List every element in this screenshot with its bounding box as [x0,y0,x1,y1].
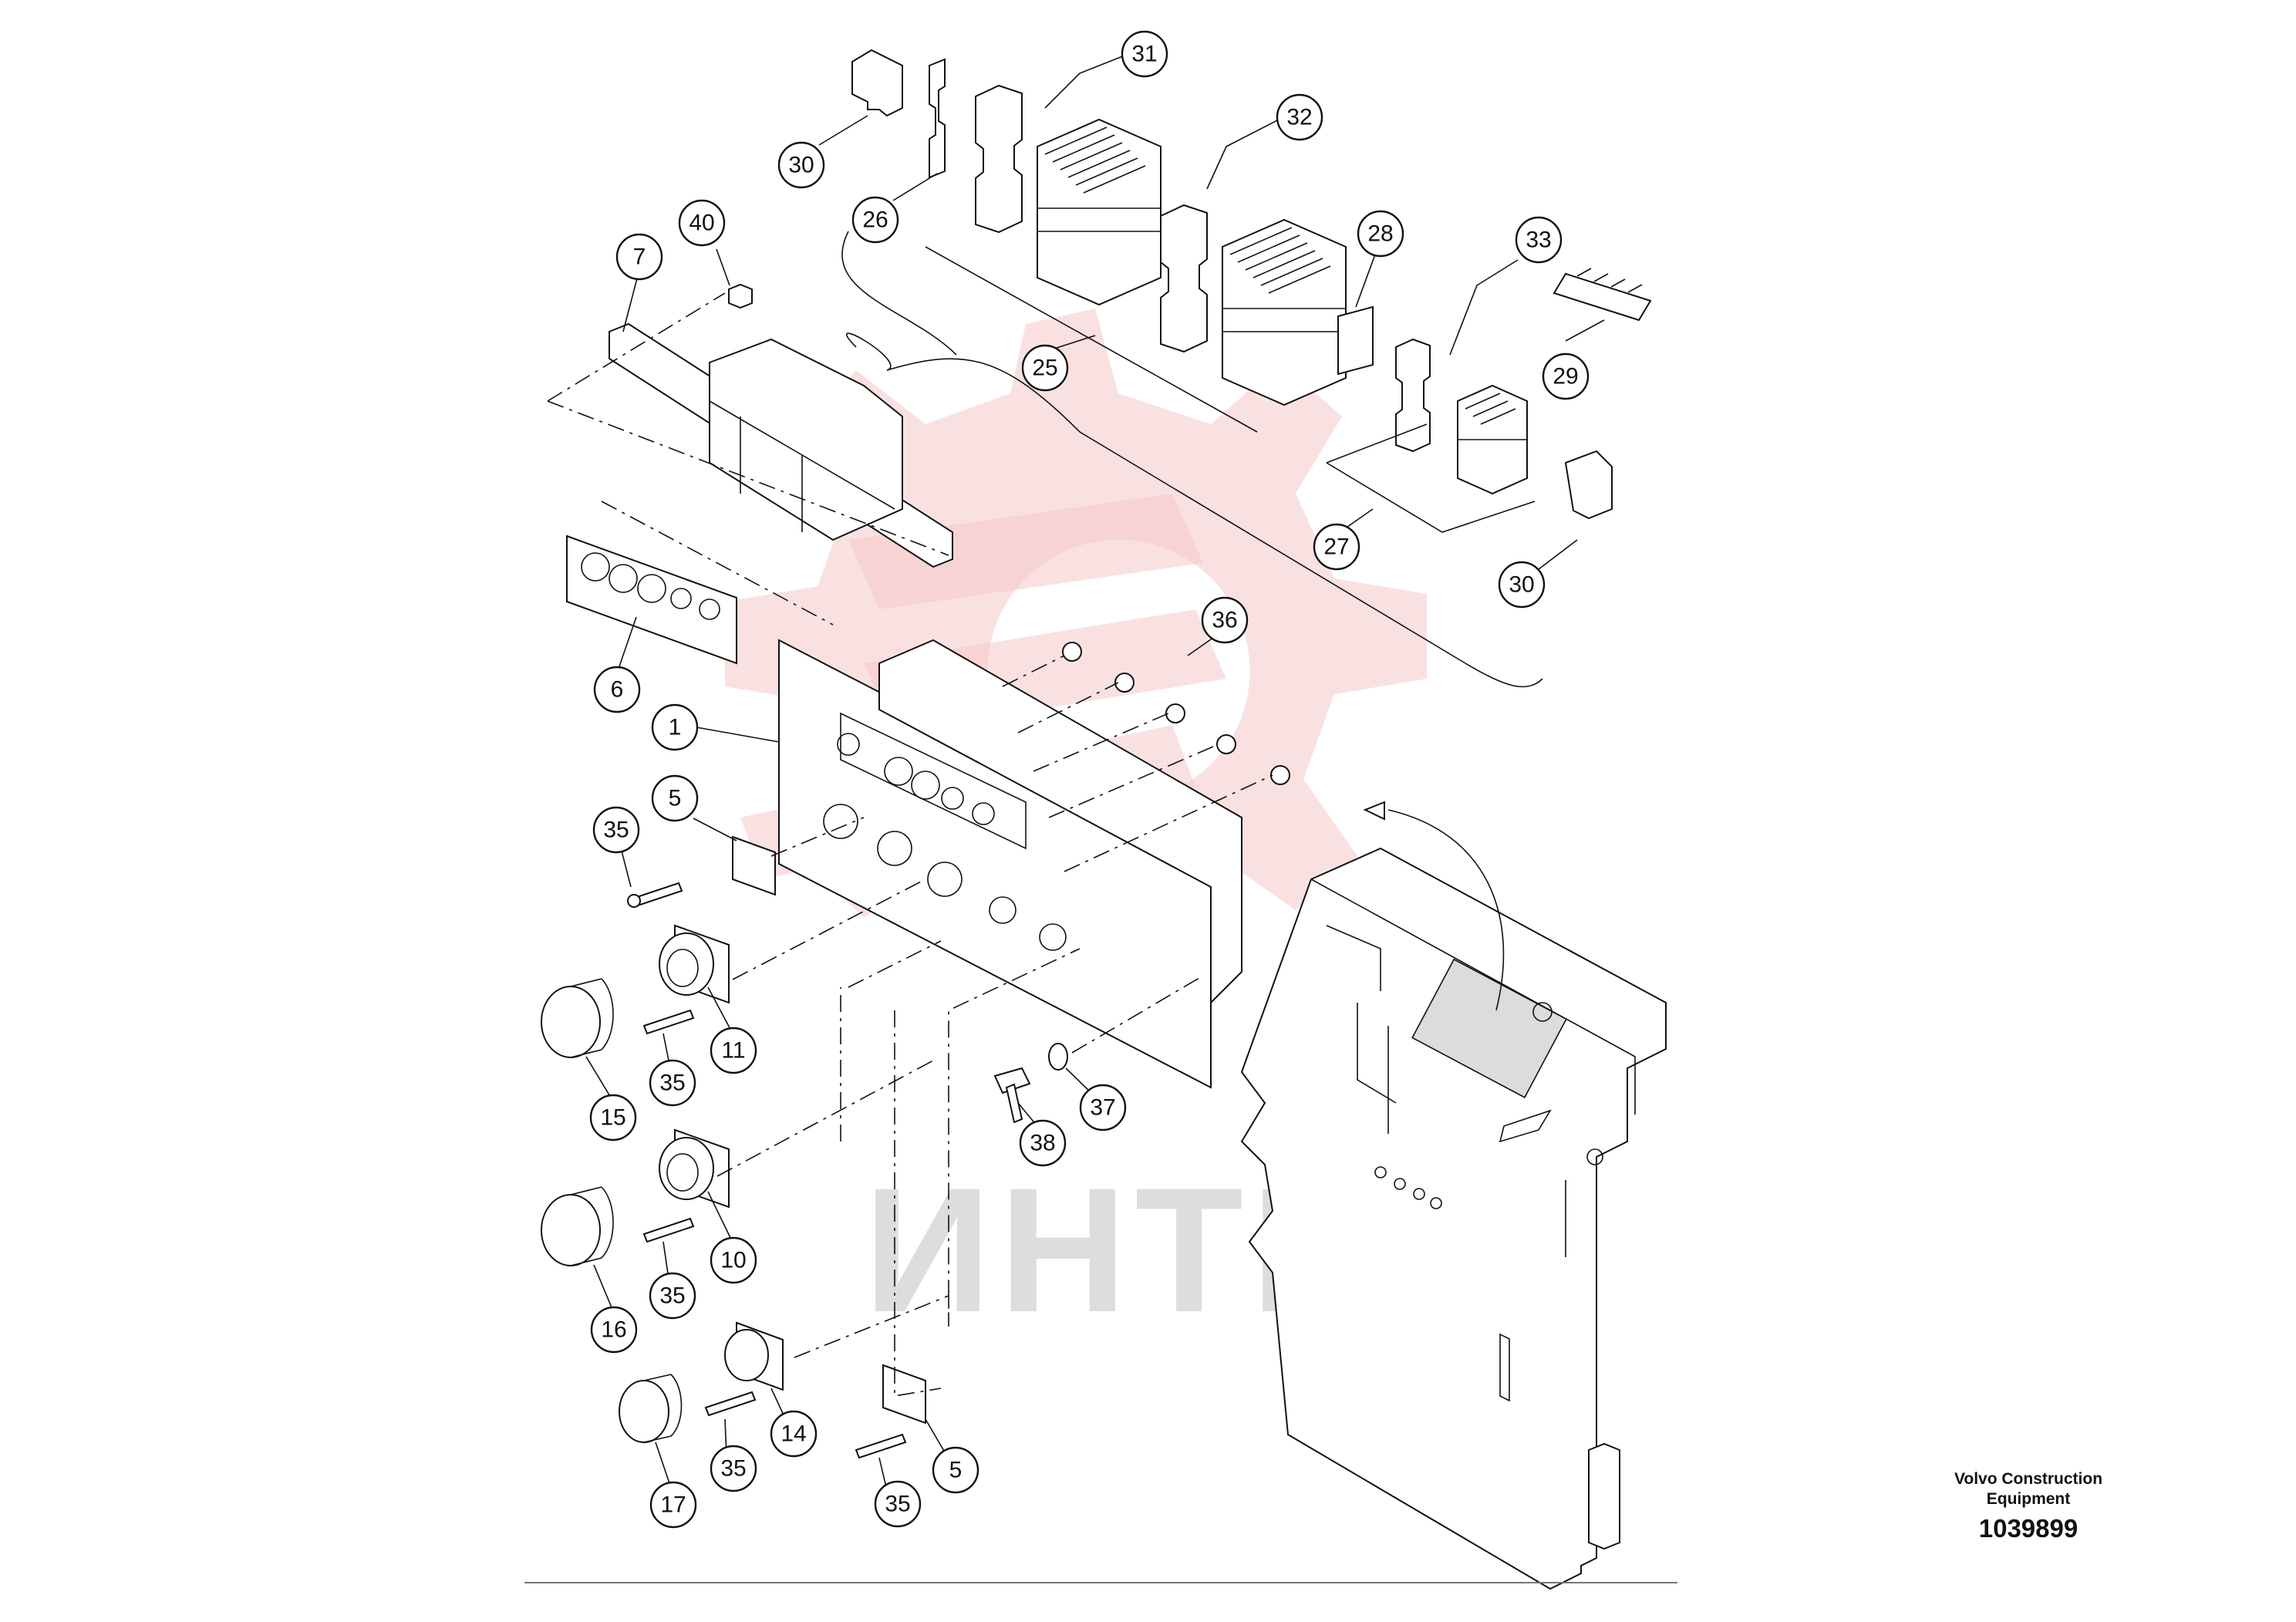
callout-27: 27 [1313,523,1360,571]
svg-text:5: 5 [669,786,682,811]
svg-text:17: 17 [660,1492,686,1518]
svg-text:35: 35 [720,1456,746,1482]
callout-35: 35 [649,1272,696,1320]
callout-33: 33 [1515,216,1563,264]
callout-35: 35 [874,1480,922,1528]
din-rail-assembly [547,283,953,568]
svg-text:1: 1 [669,715,682,740]
callout-15: 15 [589,1094,637,1141]
callout-11: 11 [710,1027,757,1074]
svg-text:30: 30 [1509,572,1534,598]
callout-36: 36 [1201,596,1249,644]
callout-1: 1 [651,703,699,751]
callout-25: 25 [1021,344,1069,392]
top-terminal-parts [841,49,1652,688]
company-name-line2: Equipment [1986,1490,2071,1508]
leader-lines [585,55,1605,1501]
svg-text:11: 11 [721,1038,745,1064]
callout-6: 6 [593,666,641,713]
svg-text:36: 36 [1212,608,1237,633]
svg-text:35: 35 [885,1492,910,1517]
svg-text:27: 27 [1323,534,1349,560]
svg-text:6: 6 [611,677,624,703]
svg-text:30: 30 [788,153,814,178]
svg-text:15: 15 [600,1105,625,1131]
mounting-frame [1240,801,1667,1590]
callout-35: 35 [592,806,640,854]
footer-block: Volvo Construction Equipment 1039899 [1913,1469,2144,1543]
callout-29: 29 [1542,352,1590,400]
panel-assembly [566,501,1290,1124]
company-name-line1: Volvo Construction [1954,1470,2103,1488]
callout-31: 31 [1121,30,1168,78]
svg-text:31: 31 [1131,42,1157,67]
svg-text:16: 16 [601,1317,626,1343]
callout-16: 16 [590,1306,638,1354]
callout-28: 28 [1357,210,1404,258]
svg-text:29: 29 [1553,364,1578,389]
callout-10: 10 [710,1236,757,1284]
svg-text:7: 7 [633,244,646,270]
callout-38: 38 [1019,1119,1067,1167]
callout-17: 17 [649,1481,697,1529]
svg-text:5: 5 [949,1458,963,1483]
callout-7: 7 [615,233,663,281]
callout-35: 35 [710,1445,757,1492]
callout-35: 35 [649,1059,696,1107]
callout-37: 37 [1079,1084,1127,1131]
svg-text:25: 25 [1032,356,1057,381]
svg-text:10: 10 [720,1248,746,1273]
svg-text:35: 35 [659,1283,685,1309]
callout-32: 32 [1276,93,1323,141]
svg-text:35: 35 [603,818,629,843]
svg-text:28: 28 [1367,221,1393,247]
callout-14: 14 [770,1410,818,1458]
callout-5: 5 [932,1446,979,1494]
callouts: 30 26 31 32 28 33 29 25 27 30 40 7 6 36 … [589,30,1590,1529]
svg-text:37: 37 [1090,1095,1115,1121]
drawing-number: 1039899 [1978,1514,2079,1543]
callout-26: 26 [851,196,899,244]
svg-text:33: 33 [1526,228,1551,253]
callout-40: 40 [678,199,726,247]
svg-text:26: 26 [862,207,888,233]
connector-parts [541,817,1081,1459]
callout-30: 30 [1498,561,1546,609]
svg-text:14: 14 [781,1421,806,1447]
callout-30: 30 [777,141,825,189]
svg-text:35: 35 [659,1071,685,1096]
svg-text:40: 40 [689,211,714,236]
svg-text:38: 38 [1030,1131,1055,1156]
svg-text:32: 32 [1286,105,1312,130]
callout-5: 5 [651,774,699,822]
